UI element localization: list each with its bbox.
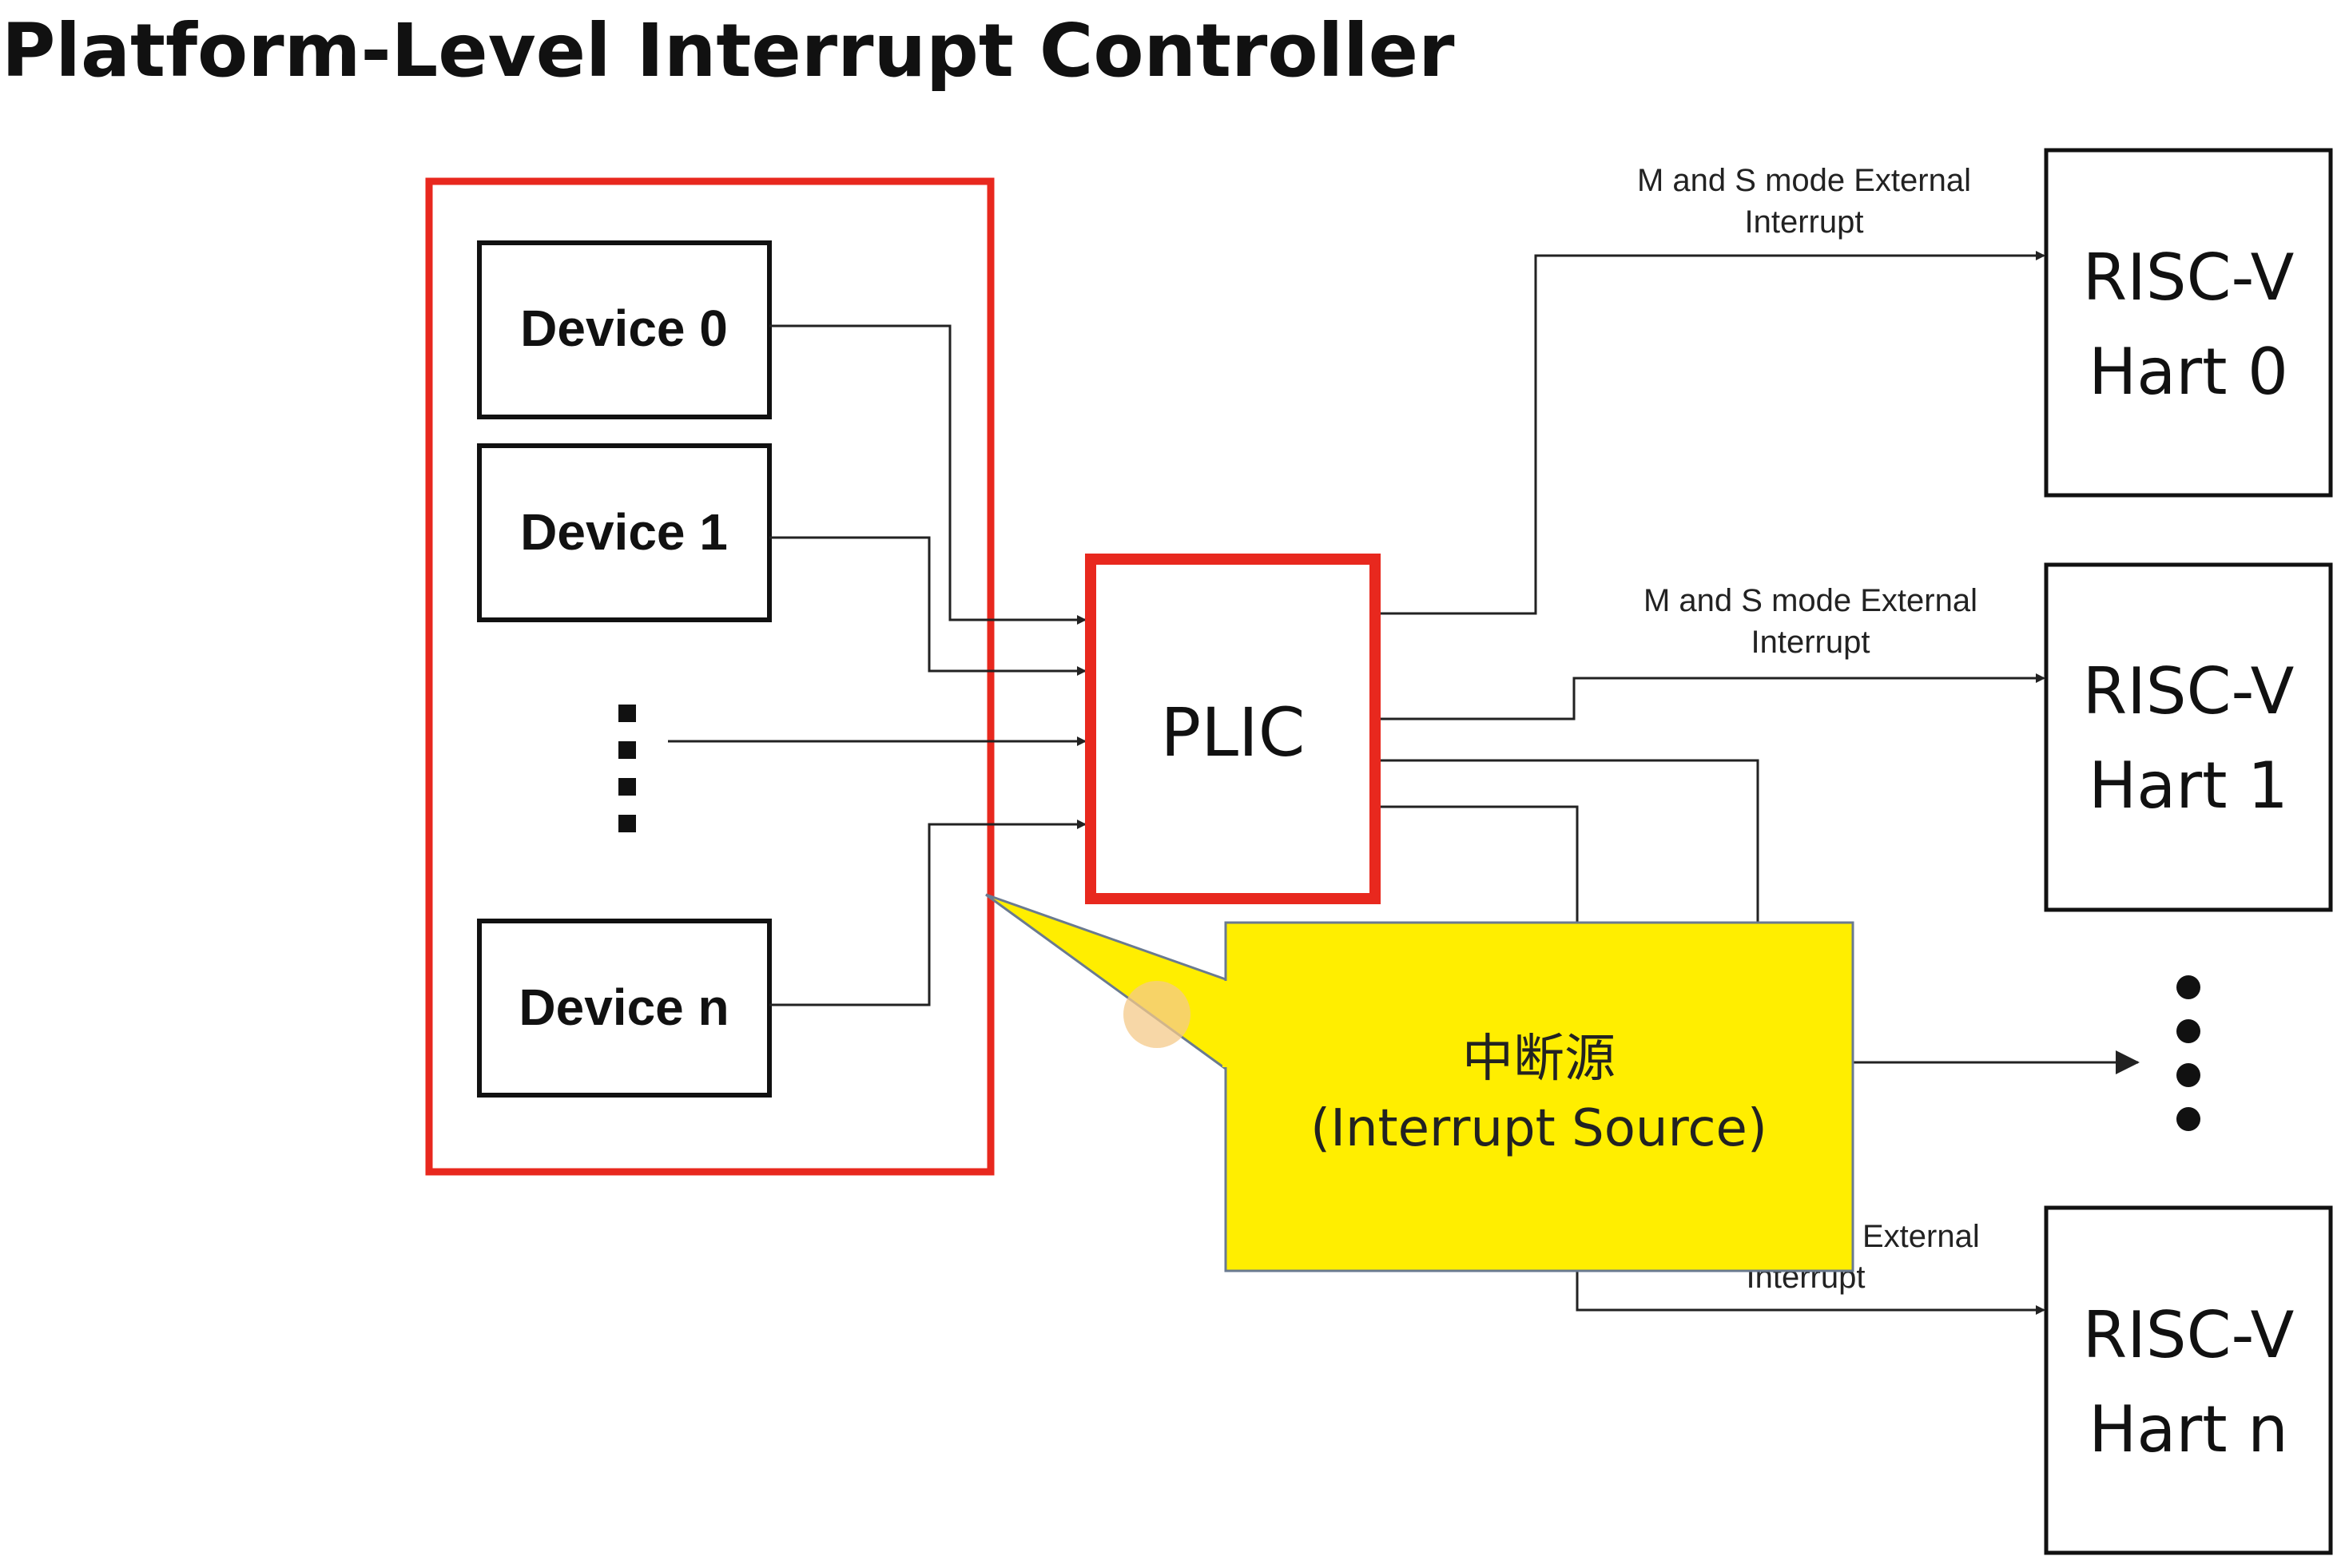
hart-n-box: RISC-V Hart n <box>2044 1205 2333 1555</box>
interrupt-label-hart-0-line2: Interrupt <box>1745 204 1864 240</box>
device-n-label: Device n <box>519 979 729 1036</box>
hart-0-line2: Hart 0 <box>2089 335 2288 409</box>
interrupt-label-hart-1-line2: Interrupt <box>1751 625 1870 660</box>
device-0-label: Device 0 <box>520 300 728 357</box>
plic-box: PLIC <box>1085 554 1381 904</box>
callout-box <box>1224 921 1854 1272</box>
page-title: Platform-Level Interrupt Controller <box>2 8 1455 93</box>
cursor-highlight <box>1123 981 1190 1048</box>
interrupt-source-callout: 中断源 (Interrupt Source) <box>985 893 1854 1272</box>
devices-highlight <box>425 177 995 1176</box>
device-0-line <box>769 324 1087 625</box>
device-0-box: Device 0 <box>477 240 772 419</box>
hart-1-line1: RISC-V <box>2083 654 2295 728</box>
interrupt-label-hart-0: M and S mode External Interrupt <box>1637 163 1971 240</box>
callout-line1: 中断源 <box>1462 1030 1616 1089</box>
hart-n-line1: RISC-V <box>2083 1298 2295 1372</box>
hart-1-box: RISC-V Hart 1 <box>2044 562 2333 912</box>
device-to-plic-lines <box>668 324 1087 1006</box>
device-1-box: Device 1 <box>477 443 772 622</box>
hart-1-line2: Hart 1 <box>2089 748 2288 823</box>
hart-ellipsis-line <box>1381 759 2140 1074</box>
device-n-line <box>769 820 1087 1006</box>
device-1-label: Device 1 <box>520 503 728 561</box>
hart-1-line <box>1381 673 2045 720</box>
interrupt-label-hart-1-line1: M and S mode External <box>1643 583 1977 618</box>
device-ellipsis <box>618 705 636 832</box>
hart-ellipsis <box>2176 975 2200 1131</box>
interrupt-label-hart-1: M and S mode External Interrupt <box>1643 583 1977 660</box>
device-1-line <box>769 536 1087 676</box>
hart-n-line2: Hart n <box>2089 1392 2288 1467</box>
callout-pointer <box>985 893 1227 1071</box>
hart-0-box: RISC-V Hart 0 <box>2044 148 2333 498</box>
plic-label: PLIC <box>1161 693 1306 772</box>
device-n-box: Device n <box>477 919 772 1098</box>
interrupt-label-hart-0-line1: M and S mode External <box>1637 163 1971 198</box>
hart-0-line1: RISC-V <box>2083 240 2295 315</box>
callout-line2: (Interrupt Source) <box>1310 1099 1767 1158</box>
hart-0-line <box>1381 251 2045 615</box>
interrupt-label-hart-n-line1: External <box>1862 1219 1980 1254</box>
